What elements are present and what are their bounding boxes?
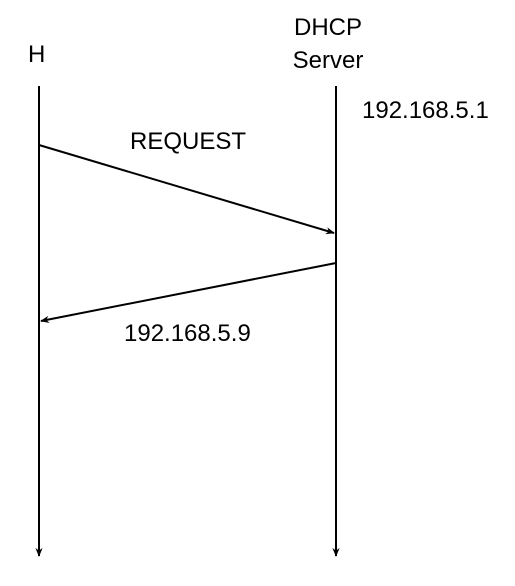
server-label-line1: DHCP	[293, 14, 362, 41]
server-ip-label: 192.168.5.1	[362, 97, 489, 124]
reply-arrow	[40, 262, 337, 323]
reply-label: 192.168.5.9	[124, 320, 251, 347]
host-label: H	[28, 41, 46, 68]
server-label-line2: Server	[292, 47, 364, 74]
request-label: REQUEST	[130, 128, 247, 155]
request-arrow	[38, 144, 335, 235]
